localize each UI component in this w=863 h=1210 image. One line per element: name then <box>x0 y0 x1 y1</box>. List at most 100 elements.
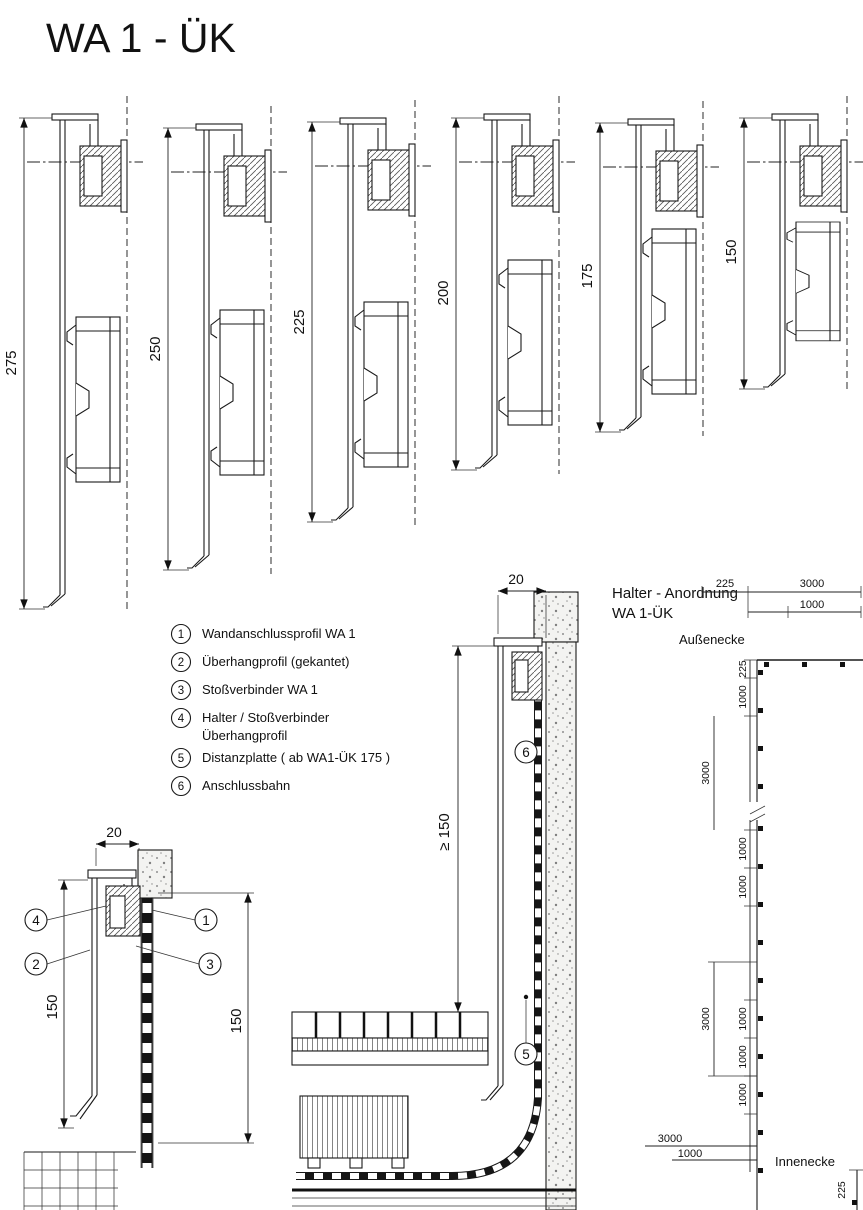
dim-label-v1000-b: 1000 <box>737 837 749 861</box>
profile-drawing-250: 250 <box>147 106 287 574</box>
callout-3-num: 3 <box>206 957 214 972</box>
dim-label-150: 150 <box>723 239 740 264</box>
callout-5: 5 <box>514 994 538 1066</box>
vertical-dimension-chain-left: 3000 3000 <box>700 716 757 1077</box>
dimension-200: 200 <box>435 117 484 471</box>
detail-left: 20 150 <box>23 824 254 1210</box>
profile-drawing-275: 275 <box>3 96 143 613</box>
dim-label-150-right: 150 <box>228 1008 245 1033</box>
dim-label-bottom-225: 225 <box>836 1181 848 1199</box>
legend-item-1: 1 Wandanschlussprofil WA 1 <box>170 623 356 645</box>
legend-item-5: 5 Distanzplatte ( ab WA1-ÜK 175 ) <box>170 747 390 769</box>
dim-label-20-left: 20 <box>106 824 122 840</box>
callout-4-num: 4 <box>32 913 40 928</box>
page-title: WA 1 - ÜK <box>46 15 236 61</box>
aussenecke-label: Außenecke <box>679 632 745 647</box>
profile-section <box>481 637 543 1101</box>
drain-channel-block <box>299 1095 409 1169</box>
callout-2-num: 2 <box>32 957 40 972</box>
dim-label-top-225: 225 <box>716 578 734 590</box>
break-symbol <box>749 805 766 823</box>
legend-num-1: 1 <box>178 629 184 641</box>
dimension-225: 225 <box>291 121 340 523</box>
legend-item-4: 4 Halter / Stoßverbinder Überhangprofil <box>170 707 330 743</box>
legend-item-3: 3 Stoßverbinder WA 1 <box>170 679 318 701</box>
dim-label-175: 175 <box>579 263 596 288</box>
dim-label-v1000-d: 1000 <box>737 1007 749 1031</box>
dim-label-v3000-a: 3000 <box>700 761 712 785</box>
innenecke-corner: 225 <box>836 1169 863 1210</box>
callout-6: 6 <box>514 740 538 764</box>
top-dimension-chain: 225 3000 1000 <box>701 578 862 618</box>
legend-label-2: Überhangprofil (gekantet) <box>202 654 349 669</box>
vertical-dimension-chain-right: 225 1000 1000 1000 1000 1000 1000 <box>737 659 757 1172</box>
dim-label-v1000-a: 1000 <box>737 685 749 709</box>
dim-label-bottom-1000: 1000 <box>678 1148 702 1160</box>
dim-label-min150: ≥ 150 <box>436 813 453 850</box>
dim-label-225: 225 <box>291 309 308 334</box>
dim-label-275: 275 <box>3 350 20 375</box>
innenecke-label: Innenecke <box>775 1154 835 1169</box>
membrane-strip <box>140 898 154 1168</box>
wall-top-section <box>533 591 579 643</box>
halter-title-line2: WA 1-ÜK <box>612 604 673 622</box>
legend: 1 Wandanschlussprofil WA 1 2 Überhangpro… <box>170 623 390 797</box>
roof-buildup-layers <box>292 1188 576 1207</box>
dim-label-top-1000: 1000 <box>800 599 824 611</box>
dim-label-v3000-b: 3000 <box>700 1007 712 1031</box>
legend-num-5: 5 <box>178 753 184 765</box>
callout-6-num: 6 <box>522 745 530 760</box>
legend-label-5: Distanzplatte ( ab WA1-ÜK 175 ) <box>202 750 390 765</box>
profile-drawing-175: 175 <box>579 101 719 436</box>
legend-num-2: 2 <box>178 657 184 669</box>
dim-label-150-left: 150 <box>44 994 61 1019</box>
callout-4: 4 <box>24 905 107 932</box>
halter-anordnung: Halter - Anordnung WA 1-ÜK 225 3000 1000… <box>612 578 863 1210</box>
corner-wall-lines <box>749 659 863 1210</box>
dimension-20-middle: 20 <box>497 571 547 638</box>
dimension-175: 175 <box>579 122 628 433</box>
callout-3: 3 <box>135 945 222 976</box>
legend-item-6: 6 Anschlussbahn <box>170 775 290 797</box>
profile-section <box>70 869 141 1120</box>
wall-section <box>545 641 577 1210</box>
dim-label-250: 250 <box>147 336 164 361</box>
dim-label-top-3000: 3000 <box>800 578 824 590</box>
wall-section <box>137 849 173 899</box>
bottom-dimension-chain: 3000 1000 <box>645 1133 757 1161</box>
dimension-150: 150 <box>723 117 772 390</box>
legend-num-4: 4 <box>178 713 185 725</box>
profile-drawing-225: 225 <box>291 100 431 526</box>
tile-band <box>291 1011 489 1066</box>
halter-title-line1: Halter - Anordnung <box>612 585 738 602</box>
dim-label-v1000-c: 1000 <box>737 875 749 899</box>
profile-drawing-150: 150 <box>723 96 863 393</box>
callout-1-num: 1 <box>202 913 210 928</box>
floor-tiles <box>23 1151 136 1210</box>
halter-position-squares <box>758 662 845 1173</box>
legend-label-4b: Überhangprofil <box>202 728 287 743</box>
callout-2: 2 <box>24 949 91 976</box>
legend-label-1: Wandanschlussprofil WA 1 <box>202 626 356 641</box>
dim-label-v225: 225 <box>737 660 749 678</box>
dim-label-v1000-f: 1000 <box>737 1083 749 1107</box>
dimension-150-left: 150 <box>44 879 88 1129</box>
dimension-min150: ≥ 150 <box>436 645 494 1012</box>
legend-num-6: 6 <box>178 781 184 793</box>
profile-drawing-200: 200 <box>435 96 575 474</box>
legend-label-6: Anschlussbahn <box>202 778 290 793</box>
anschlussbahn-membrane <box>296 656 542 1180</box>
legend-label-3: Stoßverbinder WA 1 <box>202 682 318 697</box>
legend-item-2: 2 Überhangprofil (gekantet) <box>170 651 349 673</box>
dimension-275: 275 <box>3 117 52 610</box>
legend-label-4: Halter / Stoßverbinder <box>202 710 330 725</box>
dim-label-v1000-e: 1000 <box>737 1045 749 1069</box>
dimension-150-right: 150 <box>158 892 254 1144</box>
legend-num-3: 3 <box>178 685 184 697</box>
dimension-250: 250 <box>147 127 196 571</box>
dim-label-200: 200 <box>435 280 452 305</box>
dim-label-20-middle: 20 <box>508 571 524 587</box>
dim-label-bottom-3000: 3000 <box>658 1133 682 1145</box>
